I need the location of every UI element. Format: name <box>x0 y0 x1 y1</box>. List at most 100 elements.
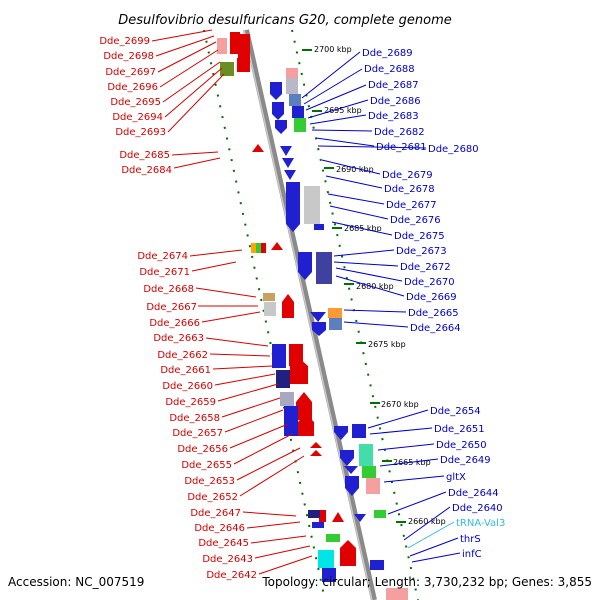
gene-arrow <box>271 242 283 250</box>
gene-arrow <box>296 392 312 420</box>
leader-line <box>309 114 367 125</box>
gene-label: Dde_2659 <box>165 397 216 408</box>
kbp-marker: 2675 kbp <box>368 340 406 349</box>
gene-label: Dde_2673 <box>396 246 447 257</box>
gene-label: Dde_2694 <box>112 112 163 123</box>
gene-arrow <box>340 450 354 466</box>
gene-block <box>362 466 376 478</box>
leader-line <box>155 35 215 57</box>
gene-block <box>286 68 298 78</box>
leader-line <box>327 193 385 205</box>
gene-block <box>352 424 366 438</box>
gene-label: Dde_2678 <box>384 184 435 195</box>
gene-label: Dde_2695 <box>110 97 161 108</box>
gene-label: Dde_2656 <box>177 444 228 455</box>
gene-block <box>329 318 342 330</box>
gene-arrow <box>252 144 264 152</box>
leader-line <box>321 159 381 175</box>
gene-arrow <box>310 312 326 322</box>
gene-label: Dde_2661 <box>160 365 211 376</box>
gene-label: Dde_2640 <box>452 503 503 514</box>
gene-block <box>370 560 384 570</box>
leader-line <box>301 51 361 99</box>
leader-line <box>201 311 261 323</box>
gene-label: Dde_2664 <box>410 323 461 334</box>
gene-block <box>284 406 298 436</box>
gene-label: Dde_2655 <box>181 460 232 471</box>
kbp-marker: 2700 kbp <box>314 45 352 54</box>
leader-line <box>311 129 373 132</box>
leader-line <box>254 545 311 559</box>
gene-arrow <box>334 426 348 440</box>
gene-block <box>280 392 294 406</box>
gene-arrow <box>340 540 356 566</box>
gene-label: Dde_2696 <box>107 82 158 93</box>
gene-block <box>286 78 298 94</box>
leader-line <box>329 205 389 220</box>
right-labels: Dde_2689 Dde_2688 Dde_2687 Dde_2686 Dde_… <box>301 48 505 563</box>
map-title: Desulfovibrio desulfuricans G20, complet… <box>118 13 452 28</box>
gene-arrow <box>282 158 294 168</box>
kbp-marker: 2695 kbp <box>324 106 362 115</box>
leader-line <box>189 249 243 257</box>
gene-label: Dde_2697 <box>105 67 156 78</box>
gene-label: Dde_2645 <box>198 538 249 549</box>
leader-line <box>403 506 451 541</box>
kbp-marker: 2660 kbp <box>408 517 446 526</box>
leader-line <box>335 275 405 297</box>
gene-label: Dde_2653 <box>184 476 235 487</box>
gene-label: Dde_2662 <box>157 350 208 361</box>
gene-block <box>366 478 380 494</box>
gene-label: Dde_2663 <box>153 333 204 344</box>
gene-label: Dde_2643 <box>202 554 253 565</box>
gene-block <box>322 568 336 582</box>
gene-label: Dde_2665 <box>408 308 459 319</box>
gene-block <box>272 344 286 368</box>
gene-label: Dde_2649 <box>440 455 491 466</box>
gene-label: Dde_2651 <box>434 424 485 435</box>
leader-line <box>387 491 447 515</box>
gene-arrow <box>354 514 366 522</box>
leader-line <box>233 433 293 465</box>
gene-block <box>314 224 324 230</box>
gene-block <box>292 106 304 118</box>
kbp-marker: 2690 kbp <box>336 165 374 174</box>
leader-line <box>246 521 301 529</box>
gene-arrow <box>286 218 300 232</box>
leader-line <box>258 555 313 575</box>
kbp-marker: 2680 kbp <box>356 282 394 291</box>
gene-label: Dde_2683 <box>368 111 419 122</box>
leader-line <box>379 458 439 467</box>
gene-block <box>230 32 240 54</box>
gene-arrow <box>332 512 344 522</box>
leader-line <box>236 447 301 481</box>
leader-line <box>333 249 395 257</box>
gene-arrow <box>312 322 326 336</box>
genome-backbone <box>243 29 377 600</box>
leader-line <box>377 443 435 451</box>
leader-line <box>333 261 399 267</box>
gene-label: Dde_2654 <box>430 406 481 417</box>
gene-label: Dde_2666 <box>149 318 200 329</box>
leader-line <box>303 68 363 105</box>
gene-label: Dde_2646 <box>194 523 245 534</box>
left-strand-genes <box>217 32 356 566</box>
gene-arrow <box>282 294 294 318</box>
leader-line <box>367 409 429 429</box>
gene-label: Dde_2685 <box>119 150 170 161</box>
gene-block <box>319 510 326 522</box>
gene-label: Dde_2688 <box>364 64 415 75</box>
gene-block <box>220 62 234 76</box>
leader-line <box>167 73 225 133</box>
gene-label: Dde_2660 <box>162 381 213 392</box>
gene-label: Dde_2682 <box>374 127 425 138</box>
gene-label: Dde_2670 <box>404 277 455 288</box>
leader-line <box>157 41 217 73</box>
left-track <box>203 29 326 600</box>
leader-line <box>162 61 221 103</box>
gene-block <box>359 444 373 466</box>
gene-arrow <box>270 82 282 100</box>
gene-label: Dde_2698 <box>103 51 154 62</box>
gene-arrow <box>344 466 358 474</box>
